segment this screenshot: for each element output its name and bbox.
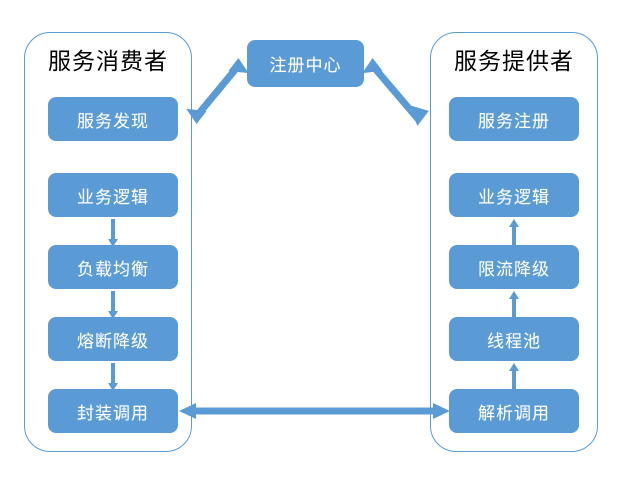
arrow-head (509, 363, 519, 371)
provider-node-business-logic[interactable]: 业务逻辑 (449, 173, 579, 217)
arrow-shaft (111, 219, 115, 240)
consumer-node-wrap-invoke[interactable]: 封装调用 (48, 389, 178, 433)
consumer-panel-title: 服务消费者 (48, 48, 168, 74)
arrow-consumer-loadbalance-to-circuitbreak (108, 291, 118, 319)
arrow-provider-ratelimit-to-logic (509, 219, 519, 247)
provider-node-parse-invoke[interactable]: 解析调用 (449, 389, 579, 433)
connector-registry-to-provider-icon (362, 58, 429, 126)
arrow-consumer-circuitbreak-to-invoke (108, 363, 118, 391)
arrow-head (509, 291, 519, 299)
registry-center-node[interactable]: 注册中心 (247, 40, 364, 87)
arrow-shaft (512, 298, 516, 319)
provider-node-rate-limit[interactable]: 限流降级 (449, 245, 579, 289)
connector-invoke-bidirectional-icon (179, 403, 450, 419)
arrow-head (108, 239, 118, 247)
arrow-head (509, 219, 519, 227)
arrow-consumer-logic-to-loadbalance (108, 219, 118, 247)
consumer-node-service-discovery[interactable]: 服务发现 (48, 97, 178, 141)
arrow-shaft (111, 363, 115, 384)
arrow-shaft (512, 226, 516, 247)
consumer-node-load-balance[interactable]: 负载均衡 (48, 245, 178, 289)
arrow-head (108, 383, 118, 391)
arrow-head (108, 311, 118, 319)
provider-node-service-register[interactable]: 服务注册 (449, 97, 579, 141)
arrow-shaft (512, 370, 516, 391)
connector-consumer-to-registry-icon (186, 58, 249, 124)
consumer-node-business-logic[interactable]: 业务逻辑 (48, 173, 178, 217)
provider-node-thread-pool[interactable]: 线程池 (449, 317, 579, 361)
arrow-shaft (111, 291, 115, 312)
arrow-provider-threadpool-to-ratelimit (509, 291, 519, 319)
provider-panel-title: 服务提供者 (454, 48, 574, 74)
arrow-provider-parse-to-threadpool (509, 363, 519, 391)
consumer-node-circuit-breaker[interactable]: 熔断降级 (48, 317, 178, 361)
